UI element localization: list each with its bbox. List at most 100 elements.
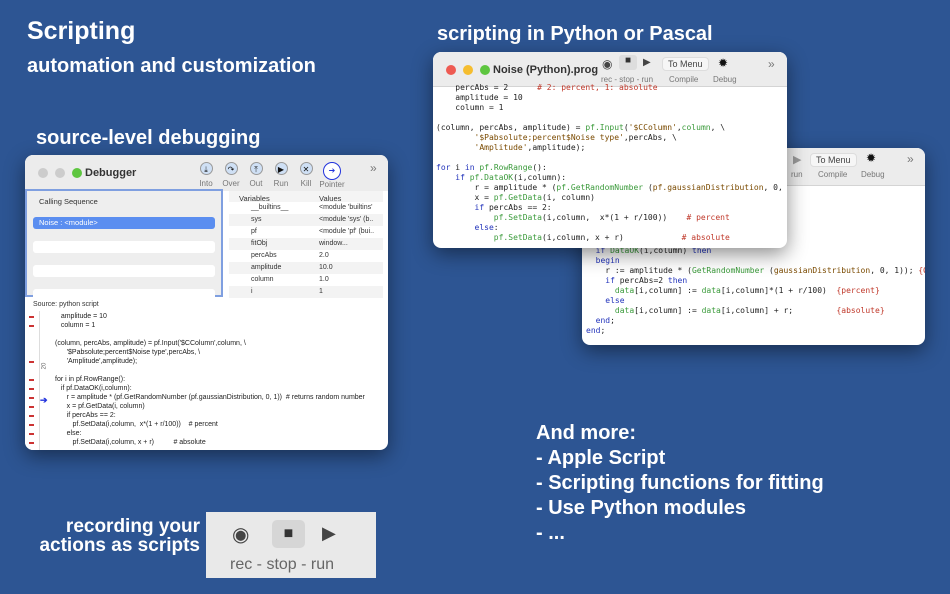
source-view[interactable]: 20 ➔ amplitude = 10 column = 1 (column, …: [25, 311, 380, 450]
code-token: pf.RowRange: [479, 163, 533, 172]
stop-icon[interactable]: ■: [272, 520, 305, 548]
breakpoint-marker[interactable]: [29, 397, 34, 399]
pointer-button[interactable]: ➔Pointer: [319, 162, 345, 189]
pascal-code[interactable]: if DataOK(i,column) then begin r := ampl…: [586, 246, 925, 336]
bug-icon[interactable]: ✹: [866, 151, 877, 165]
code-line: (column, percAbs, amplitude) = pf.Input(…: [436, 123, 787, 133]
page-title: Scripting: [27, 17, 136, 45]
code-token: pf.SetData: [493, 233, 542, 242]
code-token: x =: [436, 193, 494, 202]
overflow-icon[interactable]: »: [370, 161, 377, 175]
code-line: if percAbs == 2:: [436, 203, 787, 213]
debug-source-code: amplitude = 10 column = 1 (column, percA…: [55, 312, 365, 447]
variable-value: <module 'builtins': [319, 204, 373, 211]
column-header[interactable]: Values: [319, 194, 342, 203]
code-token: r = amplitude * (: [436, 183, 557, 192]
breakpoint-marker[interactable]: [29, 325, 34, 327]
run-icon[interactable]: ▶: [793, 154, 802, 166]
source-line: r = amplitude * (pf.GetRandomNumber (pf.…: [55, 394, 365, 401]
rec-stop-run-label: rec - stop - run: [601, 75, 654, 84]
code-token: percAbs=2: [614, 276, 668, 285]
tool-label: Kill: [300, 179, 312, 188]
breakpoint-marker[interactable]: [29, 442, 34, 444]
overflow-icon[interactable]: »: [907, 152, 914, 166]
into-button[interactable]: ⤓Into: [193, 162, 219, 188]
table-row[interactable]: __builtins__<module 'builtins': [229, 202, 383, 214]
compile-button[interactable]: Compile: [818, 170, 848, 179]
to-menu-button[interactable]: To Menu: [662, 57, 709, 71]
out-button[interactable]: ⤒ Out: [243, 162, 269, 188]
over-button[interactable]: ↷Over: [218, 162, 244, 188]
breakpoint-marker[interactable]: [29, 316, 34, 318]
recorder-toolbar: ◉ ■ ▶ rec - stop - run: [206, 512, 376, 578]
code-line: 'Amplitude',amplitude);: [436, 143, 787, 153]
breakpoint-marker[interactable]: [29, 415, 34, 417]
code-token: # absolute: [681, 233, 730, 242]
code-token: end: [586, 326, 601, 335]
code-token: data: [614, 286, 635, 295]
window-controls[interactable]: [38, 168, 82, 178]
code-token: # percent: [686, 213, 730, 222]
code-token: [586, 286, 615, 295]
to-menu-button[interactable]: To Menu: [810, 153, 857, 167]
code-line: end;: [586, 326, 925, 336]
window-controls[interactable]: [446, 65, 490, 75]
stop-icon[interactable]: ■: [619, 55, 637, 70]
code-token: percAbs = 2: [436, 83, 538, 92]
code-token: if: [605, 276, 615, 285]
overflow-icon[interactable]: »: [768, 57, 775, 71]
variable-value: <module 'pf' (bui..: [319, 228, 375, 235]
code-token: pf.SetData: [493, 213, 542, 222]
code-token: for: [436, 163, 451, 172]
code-line: if percAbs=2 then: [586, 276, 925, 286]
code-token: [i,column]*(1 + r/100): [720, 286, 837, 295]
compile-button[interactable]: Compile: [669, 75, 699, 84]
code-line: else:: [436, 223, 787, 233]
table-row[interactable]: sys<module 'sys' (b..: [229, 214, 383, 226]
variable-name: fitObj: [251, 240, 268, 247]
code-line: [436, 153, 787, 163]
bug-icon[interactable]: ✹: [718, 56, 729, 70]
breakpoint-marker[interactable]: [29, 388, 34, 390]
step-into-icon: ⤓: [199, 162, 213, 175]
breakpoint-marker[interactable]: [29, 433, 34, 435]
code-token: ,percAbs, \: [623, 133, 677, 142]
debug-button[interactable]: Debug: [713, 75, 737, 84]
calling-item[interactable]: Noise : <module>: [33, 217, 215, 229]
column-header[interactable]: Variables: [239, 194, 270, 203]
code-token: pf.Input: [585, 123, 624, 132]
kill-button[interactable]: ✕Kill: [293, 162, 319, 188]
code-token: else: [474, 223, 494, 232]
code-token: ,amplitude);: [527, 143, 586, 152]
breakpoint-marker[interactable]: [29, 361, 34, 363]
record-icon[interactable]: ◉: [602, 57, 613, 71]
run-icon[interactable]: ▶: [643, 57, 651, 68]
python-code[interactable]: percAbs = 2 # 2: percent, 1: absolute am…: [436, 83, 787, 243]
code-token: (: [643, 183, 653, 192]
window-title: Debugger: [85, 167, 137, 179]
tool-label: Out: [249, 179, 263, 188]
run-button[interactable]: ▶Run: [268, 162, 294, 188]
source-line: amplitude = 10: [55, 313, 107, 320]
run-icon[interactable]: ▶: [322, 523, 336, 543]
debug-button[interactable]: Debug: [861, 170, 885, 179]
code-token: ;: [610, 316, 615, 325]
step-out-icon: ⤒: [249, 162, 263, 175]
code-line: column = 1: [436, 103, 787, 113]
code-token: [436, 133, 475, 142]
code-token: [436, 143, 475, 152]
record-icon[interactable]: ◉: [232, 524, 250, 546]
breakpoint-marker[interactable]: [29, 424, 34, 426]
code-token: data: [701, 306, 721, 315]
table-row[interactable]: pf<module 'pf' (bui..: [229, 226, 383, 238]
tool-label: Run: [273, 179, 289, 188]
breakpoint-marker[interactable]: [29, 406, 34, 408]
source-line: [55, 330, 365, 339]
breakpoint-marker[interactable]: [29, 379, 34, 381]
